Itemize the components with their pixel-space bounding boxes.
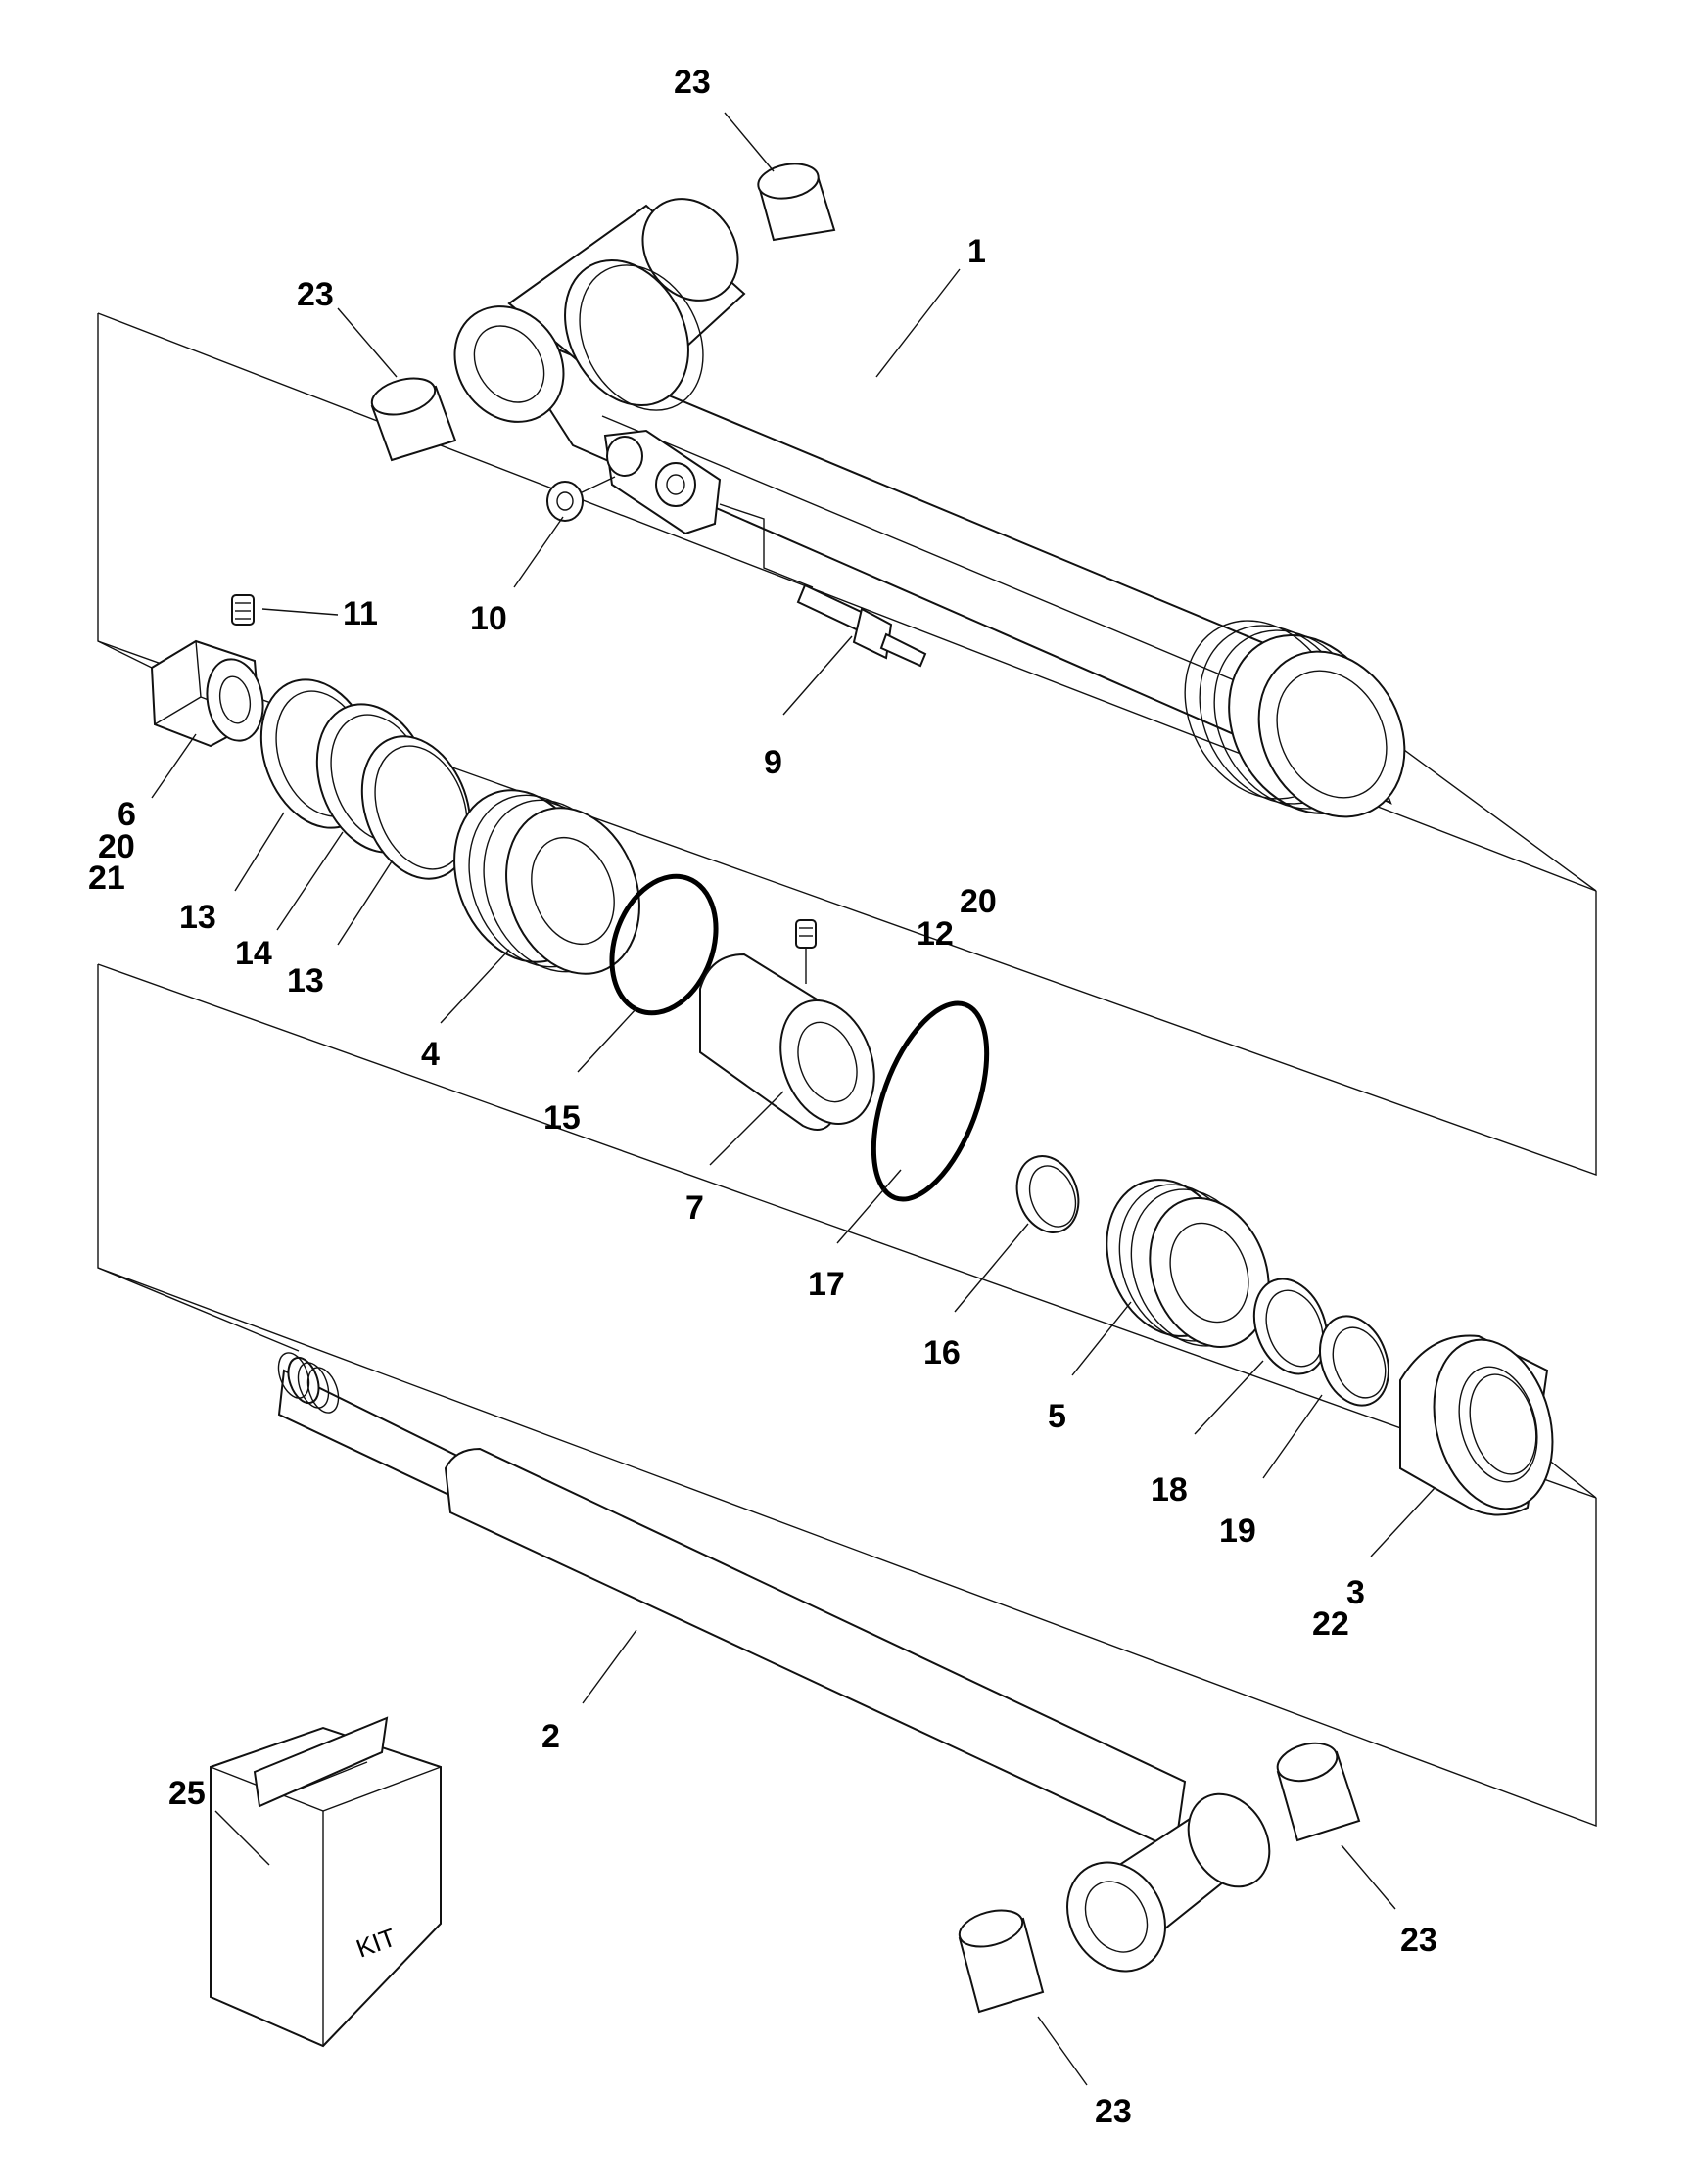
set-screw-part-11 xyxy=(231,594,255,626)
callout-18: 18 xyxy=(1151,1471,1188,1509)
piston-part-4 xyxy=(453,789,640,975)
callout-22: 22 xyxy=(1312,1605,1349,1643)
kit-box-part-25: KIT xyxy=(210,1716,442,2048)
piston-rod-part-2 xyxy=(277,1352,1271,1973)
ring-part-16 xyxy=(1015,1155,1080,1233)
callout-23-top: 23 xyxy=(674,64,711,101)
bushing-part-23-top xyxy=(757,163,836,242)
rings-parts-13-14 xyxy=(259,678,472,880)
plug-part-10 xyxy=(546,476,616,522)
callout-16: 16 xyxy=(923,1334,961,1371)
set-screw-part-12 xyxy=(795,919,817,984)
callout-23-left: 23 xyxy=(297,276,334,313)
callout-5: 5 xyxy=(1048,1398,1066,1435)
callout-7: 7 xyxy=(685,1189,704,1227)
callout-21: 21 xyxy=(88,860,125,897)
callout-2: 2 xyxy=(541,1718,560,1755)
ring-part-18 xyxy=(1252,1278,1329,1375)
callout-3: 3 xyxy=(1346,1574,1365,1611)
callout-19: 19 xyxy=(1219,1512,1256,1550)
o-ring-part-15 xyxy=(609,873,719,1016)
spacer-tube-part-7 xyxy=(699,953,875,1131)
callout-25: 25 xyxy=(168,1775,206,1812)
callout-20-lower: 20 xyxy=(960,883,997,920)
valve-block xyxy=(603,429,722,535)
callout-9: 9 xyxy=(764,744,782,781)
callout-20-upper: 20 xyxy=(98,828,135,865)
callout-15: 15 xyxy=(543,1099,581,1137)
hex-nut-part-6 xyxy=(150,639,264,748)
callout-6: 6 xyxy=(118,796,136,833)
callout-4: 4 xyxy=(421,1036,440,1073)
callout-11: 11 xyxy=(343,595,378,632)
bushing-part-23-right xyxy=(1276,1742,1361,1842)
leader-lines xyxy=(151,112,1436,2086)
callout-23-right: 23 xyxy=(1400,1922,1437,1959)
o-ring-part-17 xyxy=(871,1000,990,1202)
ring-part-19 xyxy=(1319,1315,1389,1407)
gland-part-5 xyxy=(1106,1179,1270,1348)
callout-17: 17 xyxy=(808,1266,845,1303)
callout-10: 10 xyxy=(470,600,507,637)
callout-13-left: 13 xyxy=(179,899,216,936)
bushing-part-23-bottom xyxy=(958,1909,1045,2014)
callout-1: 1 xyxy=(967,233,986,270)
callout-13-right: 13 xyxy=(287,962,324,999)
callout-12: 12 xyxy=(917,915,954,953)
cylinder-barrel xyxy=(453,198,1406,818)
bushing-part-23-left xyxy=(370,377,457,462)
callout-23-bottom: 23 xyxy=(1095,2093,1132,2130)
cartridge-valve-part-9 xyxy=(719,503,927,668)
callout-14: 14 xyxy=(235,935,272,972)
head-nut-part-3 xyxy=(1399,1334,1554,1516)
callout-numbers: 1 2 3 4 5 6 20 21 7 9 10 11 12 20 13 14 … xyxy=(88,64,1437,2130)
